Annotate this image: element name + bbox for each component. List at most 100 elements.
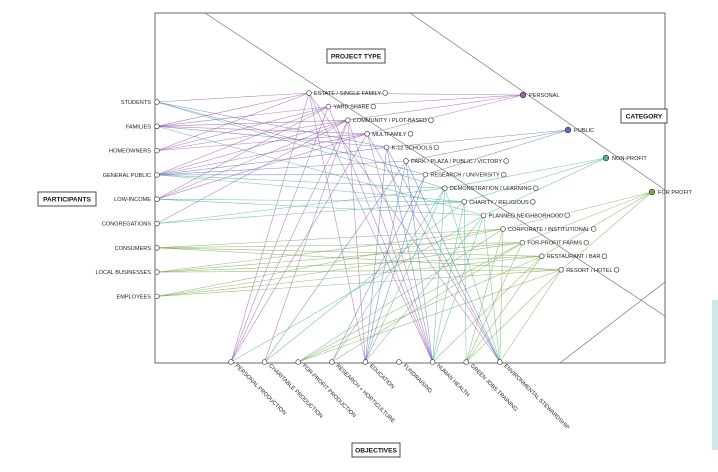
category-label-personal: PERSONAL — [529, 93, 559, 99]
participant-node-students — [154, 99, 160, 105]
category-node-public — [564, 126, 572, 134]
objective-node-research-horticulture — [329, 359, 335, 365]
edge-participant-type — [156, 126, 387, 148]
objective-node-personal-production — [228, 359, 234, 365]
edge-type-objective — [463, 201, 467, 363]
objective-node-human-health — [429, 359, 436, 365]
project-type-end-node-research-university — [501, 171, 507, 178]
project-type-node-resort-hotel — [558, 267, 564, 273]
edge-type-objective — [264, 201, 465, 363]
participant-label-homeowners: HOMEOWNERS — [109, 149, 151, 155]
edge-type-category — [483, 157, 607, 216]
edge-participant-type — [156, 247, 542, 257]
objective-node-for-profit-production — [295, 359, 301, 365]
category-header: CATEGORY — [626, 114, 663, 121]
objective-label-research-horticulture: RESEARCH + HORTICULTURE — [334, 363, 396, 425]
edge-type-objective — [365, 147, 387, 363]
edge-type-objective — [264, 160, 407, 363]
participant-label-low-income: LOW-INCOME — [114, 197, 151, 203]
edge-participant-type — [156, 174, 445, 189]
project-type-node-multfamily — [364, 131, 370, 137]
participant-label-local-businesses: LOCAL BUSINESSES — [96, 270, 152, 276]
project-type-node-demonstration-learning — [442, 185, 448, 191]
diagram-nodes — [154, 90, 656, 365]
participant-label-families: FAMILIES — [126, 124, 151, 130]
project-type-node-estate-single-family — [306, 90, 312, 96]
edge-type-objective — [386, 147, 433, 363]
edge-type-category — [561, 191, 653, 271]
edge-type-objective — [230, 120, 349, 363]
connection-lines — [156, 92, 653, 363]
edge-type-objective — [298, 228, 504, 363]
participant-label-consumers: CONSUMERS — [115, 246, 152, 252]
participant-node-families — [154, 123, 160, 130]
project-type-end-node-demonstration-learning — [533, 185, 539, 191]
edge-type-category — [405, 129, 569, 162]
objective-label-human-health: HUMAN HEALTH — [435, 363, 470, 398]
project-type-label-planned-neighborhood: PLANNED NEIGHBORHOOD — [489, 213, 564, 219]
edge-type-objective — [298, 242, 523, 363]
edge-type-objective — [432, 215, 484, 363]
edge-type-objective — [347, 120, 433, 363]
edge-participant-type — [156, 119, 348, 127]
participant-node-low-income — [154, 196, 160, 202]
project-type-end-node-restaurant-bar — [601, 253, 608, 259]
project-type-diagonal — [204, 12, 666, 317]
objective-node-green-jobs-training — [463, 359, 469, 365]
edge-participant-type — [156, 126, 484, 216]
lower-diagonal — [559, 281, 666, 364]
project-type-end-node-park-plaza-public-victory — [503, 158, 509, 164]
edge-type-objective — [386, 147, 501, 363]
edge-type-category — [541, 191, 653, 257]
category-label-non-profit: NON-PROFIT — [612, 156, 647, 162]
edge-type-objective — [465, 256, 543, 363]
edge-type-objective — [331, 242, 523, 363]
edge-type-objective — [366, 133, 433, 363]
edge-participant-type — [156, 228, 504, 297]
edge-type-category — [308, 92, 524, 96]
edge-participant-type — [156, 269, 562, 297]
edge-type-objective — [432, 256, 542, 363]
objective-node-fundraising — [396, 359, 402, 365]
project-type-node-charity-religious — [461, 199, 467, 205]
edge-type-category — [464, 157, 607, 203]
edge-type-objective — [365, 188, 446, 363]
participants-header: PARTICIPANTS — [43, 197, 91, 204]
objective-label-education: EDUCATION — [368, 363, 395, 390]
edge-participant-type — [156, 247, 562, 271]
edge-participant-type — [156, 119, 348, 200]
edge-type-objective — [483, 215, 501, 363]
edge-participant-type — [156, 228, 504, 249]
edge-type-objective — [230, 92, 310, 363]
participant-label-employees: EMPLOYEES — [116, 294, 151, 300]
edge-type-objective — [308, 92, 501, 363]
edge-type-category — [386, 129, 569, 148]
participant-node-congregations — [154, 220, 160, 227]
category-diagonal — [409, 12, 666, 191]
edge-participant-type — [156, 126, 368, 135]
edge-type-category — [328, 94, 524, 107]
edge-participant-type — [156, 255, 542, 297]
side-scroll-strip — [712, 300, 718, 450]
edge-type-category — [367, 94, 524, 135]
edge-participant-type — [156, 133, 368, 176]
objectives-header-box — [351, 442, 401, 458]
edge-type-objective — [230, 133, 368, 363]
project-type-label-research-university: RESEARCH / UNIVERSITY — [430, 173, 500, 179]
edge-participant-type — [156, 201, 465, 224]
project-type-label-demonstration-learning: DEMONSTRATION / LEARNING — [450, 186, 532, 192]
edge-participant-type — [156, 269, 562, 273]
project-type-node-park-plaza-public-victory — [403, 158, 409, 164]
edge-participant-type — [156, 92, 310, 127]
project-type-end-node-community-plot-based — [428, 117, 434, 123]
project-type-label-for-profit-farms: FOR-PROFIT FARMS — [527, 241, 582, 247]
edge-participant-type — [156, 119, 348, 224]
objective-node-environmental-stewardship — [497, 359, 503, 365]
edge-participant-type — [156, 160, 407, 176]
participant-label-general-public: GENERAL PUBLIC — [103, 173, 151, 179]
objective-node-education — [362, 359, 369, 365]
edge-type-objective — [308, 92, 433, 363]
edge-type-objective — [347, 120, 366, 363]
edge-participant-type — [156, 198, 465, 203]
